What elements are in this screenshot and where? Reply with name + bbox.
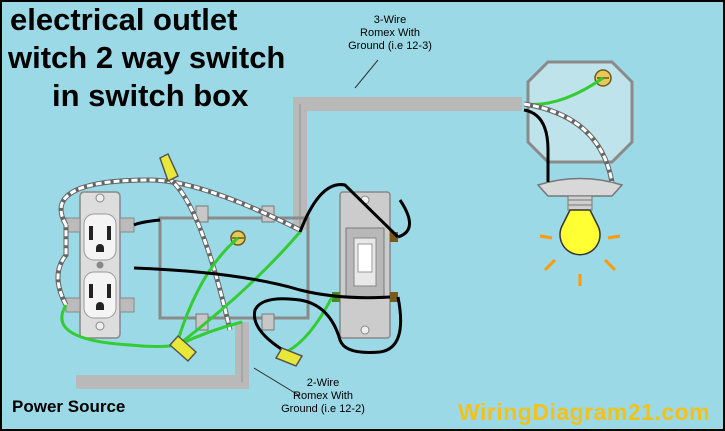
title-line-1: electrical outlet: [10, 2, 238, 37]
power-source-label: Power Source: [12, 397, 126, 416]
title-line-2: witch 2 way switch: [8, 40, 286, 75]
wire-nut-bottom: [274, 347, 304, 367]
three-wire-label: 3-Wire Romex With Ground (i.e 12-3): [348, 14, 432, 52]
neutral-wires: [55, 175, 302, 331]
toggle-switch-icon: [332, 191, 398, 339]
two-wire-label: 2-Wire Romex With Ground (i.e 12-2): [281, 377, 365, 415]
wire-nut-top: [159, 152, 179, 183]
fixture-box: [526, 60, 634, 164]
switch-box: [158, 205, 310, 331]
title-line-3: in switch box: [52, 78, 249, 113]
hot-wires: [133, 183, 411, 354]
light-bulb-icon: [536, 177, 624, 286]
wire-nut-ground: [168, 334, 198, 363]
duplex-outlet-icon: [65, 191, 135, 339]
brand-watermark: WiringDiagram21.com: [458, 399, 711, 425]
